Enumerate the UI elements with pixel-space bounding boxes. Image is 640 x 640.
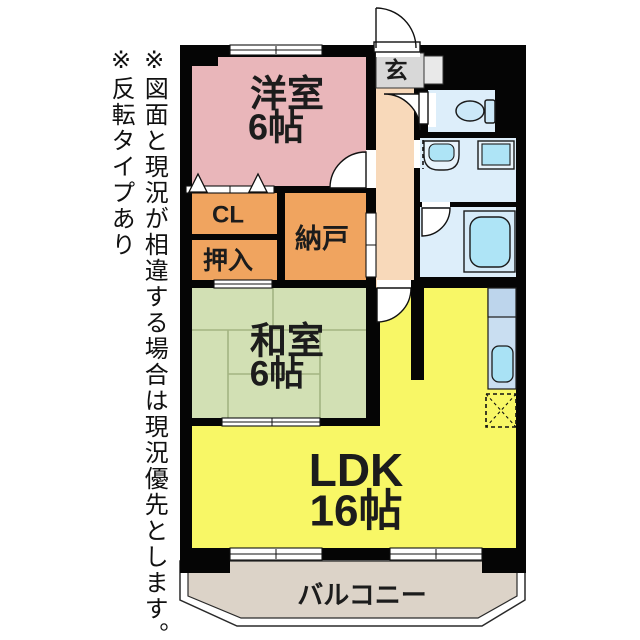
entrance-door-arc (375, 7, 417, 49)
room-nando (285, 193, 366, 280)
label-nando: 納戸 (295, 223, 349, 254)
room-ldk (192, 288, 516, 548)
entrance-step (423, 55, 444, 85)
room-oshiire (192, 240, 277, 280)
wall-pillar-bottomleft (180, 548, 230, 573)
label-western-room-size: 6帖 (248, 107, 304, 148)
note-disclaimer: ※図面と現況が相違する場合は現況優先とします。 (140, 46, 168, 640)
label-balcony: バルコニー (297, 580, 426, 610)
kitchen-counter-top (487, 287, 517, 318)
label-japanese-room: 和室 (250, 320, 324, 362)
refrigerator-space-icon (485, 393, 517, 428)
label-japanese-room-size: 6帖 (250, 355, 304, 394)
washroom-door-opening (414, 140, 420, 168)
label-entrance: 玄 (385, 57, 408, 83)
tatami-lines (192, 288, 366, 418)
wall-pillar-topleft (180, 45, 218, 66)
toilet-door-opening (428, 93, 436, 127)
western-door-arc (329, 151, 367, 189)
label-closet-cl: CL (212, 202, 244, 229)
room-closet-cl (192, 193, 277, 234)
toilet-door-arc (383, 93, 421, 131)
bathroom-door-arc (421, 207, 451, 237)
ldk-door-opening (377, 280, 411, 289)
label-ldk: LDK (309, 444, 404, 496)
label-western-room: 洋室 (250, 73, 324, 115)
ldk-door-arc (376, 287, 412, 323)
label-ldk-size: 16帖 (310, 487, 403, 536)
folding-door-markers (187, 172, 269, 193)
toilet-icon (455, 99, 496, 124)
vanity-sink-icon (423, 140, 460, 171)
entrance-tile (375, 52, 425, 89)
wall-pillar-bottomright (482, 548, 526, 573)
note-reversed-type: ※反転タイプあり (107, 46, 135, 258)
hallway (376, 57, 414, 288)
notes-column: ※図面と現況が相違する場合は現況優先とします。 ※反転タイプあり (104, 46, 170, 640)
label-oshiire: 押入 (203, 247, 253, 275)
bathtub-icon (463, 210, 516, 273)
western-door-opening (366, 150, 376, 188)
kitchen-sink-icon (491, 345, 514, 383)
bathroom-door-opening (422, 202, 450, 207)
wall-stub-ldk (411, 280, 424, 380)
room-western (192, 57, 366, 186)
washing-machine-icon (477, 140, 515, 170)
toilet-door-leaf (418, 91, 429, 125)
entrance-door-leaf (373, 41, 421, 53)
room-japanese (192, 288, 366, 418)
